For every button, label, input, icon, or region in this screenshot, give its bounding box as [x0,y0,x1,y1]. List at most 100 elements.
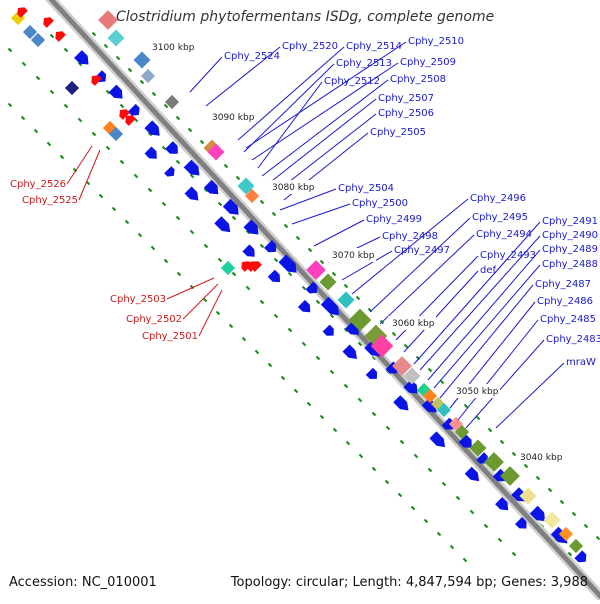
tick-mark [384,479,390,485]
tick-mark [91,131,97,137]
tick-mark [187,127,193,133]
forward-gene [278,254,297,273]
tick-mark [271,211,277,217]
forward-gene [476,452,488,464]
tick-mark [49,89,55,95]
forward-gene [550,526,568,544]
gene-label: Cphy_2485 [540,314,596,325]
forward-gene [574,550,587,563]
forward-gene [529,505,546,522]
tick-mark [103,43,109,49]
gene-label: Cphy_2489 [542,244,598,255]
kbp-label: 3100 kbp [152,43,195,53]
gene-label: Cphy_2500 [352,198,408,209]
tick-mark [217,257,223,263]
feature-block [403,367,421,385]
map-title: Clostridium phytofermentans ISDg, comple… [116,9,495,25]
kbp-label: 3050 kbp [456,387,499,397]
kbp-label-bg [208,110,256,124]
feature-block [207,143,225,161]
gene-label-line [439,284,534,399]
gene-label: Cphy_2499 [366,214,422,225]
gene-label-line-red [198,289,223,337]
tick-mark [371,411,377,417]
tick-mark [371,466,377,472]
feature-block [568,538,584,554]
tick-mark [410,505,416,511]
forward-gene [403,379,418,394]
tick-mark [254,349,260,355]
forward-gene [127,103,140,116]
tick-mark [332,427,338,433]
tick-mark [217,201,223,207]
gene-label: Cphy_2488 [542,259,598,270]
feature-block [469,439,487,457]
tick-mark [283,223,289,229]
feature-block [140,68,156,84]
length-value: 4,847,594 bp [405,575,493,590]
accession-value: NC_010001 [81,575,157,590]
tick-mark [176,271,182,277]
gene-label-line [267,98,377,185]
tick-mark [403,343,409,349]
tick-mark [595,535,600,541]
kbp-label-bg [148,40,196,54]
kbp-label: 3060 kbp [392,319,435,329]
genes-value: 3,988 [550,575,588,590]
gene-label-line [257,81,323,169]
tick-mark [307,247,313,253]
tick-mark [535,475,541,481]
forward-gene [305,281,318,294]
tick-mark [63,103,69,109]
tick-mark [301,285,307,291]
tick-mark [63,47,69,53]
tick-mark [583,523,589,529]
tick-mark [163,103,169,109]
gene-label-line [465,339,545,429]
gene-label: Cphy_2510 [408,36,464,47]
tick-mark [423,518,429,524]
tick-mark [355,295,361,301]
outer-feature [30,32,46,48]
tick-mark [315,355,321,361]
tick-mark [315,299,321,305]
gene-label: Cphy_2491 [542,216,598,227]
tick-mark [98,193,104,199]
gene-label-line [189,56,223,93]
kbp-label-bg [328,248,376,262]
tick-mark [105,145,111,151]
gene-label-line [419,235,541,371]
kbp-label: 3090 kbp [212,113,255,123]
gene-label-line [379,234,475,325]
tick-mark [7,102,13,108]
forward-gene [492,468,506,482]
gene-label-line [351,198,469,295]
gene-label: Cphy_2504 [338,183,394,194]
gene-label-line [313,219,365,247]
tick-mark [124,219,130,225]
kbp-label: 3070 kbp [332,251,375,261]
kbp-label-bg [388,316,436,330]
gene-label: Cphy_2483 [546,334,600,345]
tick-mark [427,367,433,373]
gene-label-line [279,188,337,211]
feature-block [519,487,537,505]
gene-label: Cphy_2493 [480,250,536,261]
tick-mark [147,187,153,193]
tick-mark [511,451,517,457]
tick-mark [91,31,97,37]
tick-mark [319,414,325,420]
tick-mark [357,397,363,403]
tick-mark [215,310,221,316]
gene-label: Cphy_2524 [224,51,280,62]
tick-mark [343,327,349,333]
tick-mark [559,499,565,505]
forward-gene [322,324,334,336]
tick-mark [511,551,517,557]
kbp-label: 3040 kbp [520,453,563,463]
gene-label-line [275,113,377,193]
forward-gene [495,497,509,511]
tick-mark [203,187,209,193]
tick-mark [35,75,41,81]
